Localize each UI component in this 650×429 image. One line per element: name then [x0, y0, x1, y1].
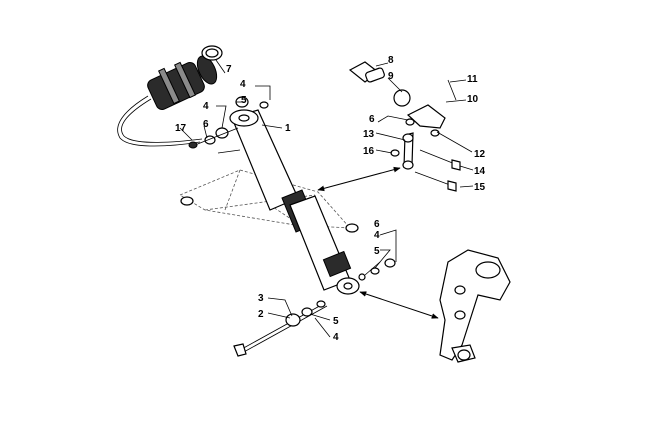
callout-6: 6	[374, 219, 380, 230]
callout-12: 12	[474, 149, 486, 160]
nut	[259, 101, 269, 109]
callout-5: 5	[241, 95, 247, 106]
callout-15: 15	[474, 182, 486, 193]
nut	[384, 258, 396, 268]
callout-13: 13	[363, 129, 375, 140]
callout-6: 6	[369, 114, 375, 125]
reservoir-body	[147, 61, 205, 111]
assembly-arrows	[317, 166, 439, 319]
callout-10: 10	[467, 94, 479, 105]
callout-2: 2	[258, 309, 264, 320]
rocker-arm	[406, 104, 446, 129]
callout-4: 4	[240, 79, 246, 90]
rocker-assembly	[348, 61, 461, 192]
callout-16: 16	[363, 146, 375, 157]
callout-1: 1	[285, 123, 291, 134]
shock-lower-body	[289, 195, 351, 291]
bolt-head	[233, 343, 247, 357]
bushing	[393, 89, 411, 107]
callout-8: 8	[388, 55, 394, 66]
callout-5: 5	[333, 316, 339, 327]
a-arm-bushing	[345, 223, 359, 233]
callout-4: 4	[333, 332, 339, 343]
callout-4: 4	[374, 230, 380, 241]
remote-reservoir	[117, 45, 223, 147]
bushing	[358, 273, 366, 281]
spindle	[439, 249, 511, 363]
bushing	[285, 313, 301, 327]
callout-4: 4	[203, 101, 209, 112]
a-arm-bushing	[180, 196, 194, 206]
shock-absorber	[229, 109, 360, 295]
upper-hardware	[188, 96, 269, 149]
callout-6: 6	[203, 119, 209, 130]
nut	[316, 300, 326, 308]
callout-3: 3	[258, 293, 264, 304]
callout-5: 5	[374, 246, 380, 257]
lower-hardware	[233, 258, 396, 357]
callout-7: 7	[226, 64, 232, 75]
callout-11: 11	[467, 74, 478, 85]
callout-9: 9	[388, 71, 394, 82]
callout-14: 14	[474, 166, 486, 177]
leader-lines	[179, 59, 474, 338]
callout-17: 17	[175, 123, 187, 134]
callouts: 1 2 3 4 4 4 4 5 5 5 6 6 6 7 8 9 10 11 12…	[175, 55, 486, 343]
washer	[301, 307, 313, 317]
